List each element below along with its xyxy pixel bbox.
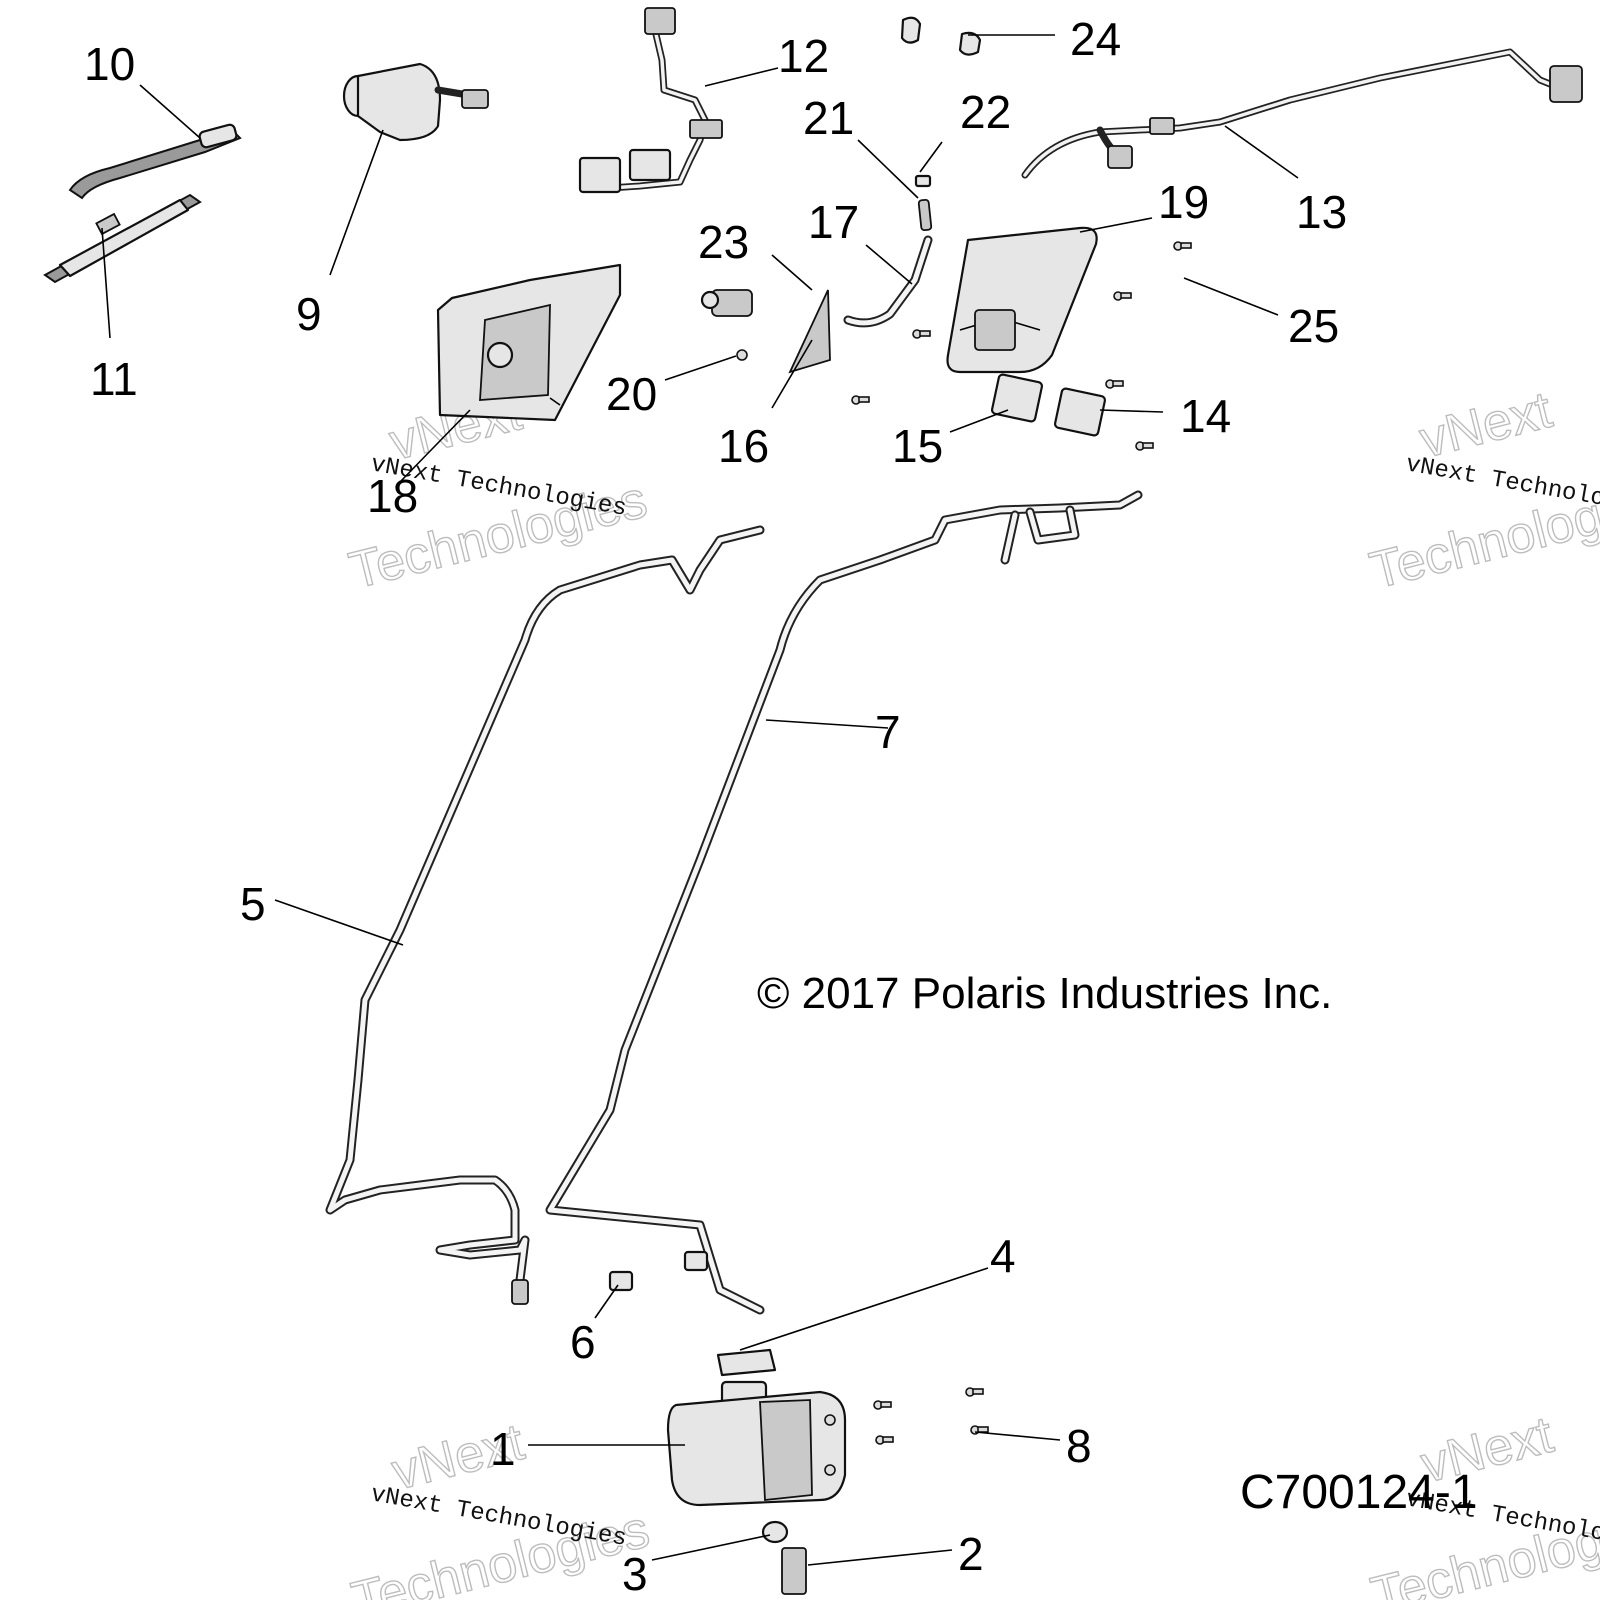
callout-13: 13	[1296, 186, 1347, 238]
callout-labels: 10 11 9 12 24 22 21 17 23 20 16 18 19 13…	[84, 13, 1347, 1600]
callout-22: 22	[960, 86, 1011, 138]
part-23-knob	[700, 289, 753, 317]
part-17-hose	[843, 235, 933, 328]
part-11-wiper-blade	[43, 193, 202, 284]
callout-10: 10	[84, 38, 135, 90]
callout-25: 25	[1288, 300, 1339, 352]
copyright-text: © 2017 Polaris Industries Inc.	[757, 969, 1332, 1018]
callout-14: 14	[1180, 390, 1231, 442]
part-19-switch-panel	[946, 226, 1098, 374]
part-24-clip	[900, 16, 982, 56]
part-3-grommet	[761, 1520, 789, 1544]
part-6-clip	[608, 1250, 709, 1292]
leader-lines	[101, 34, 1299, 1566]
part-2-bracket	[781, 1547, 807, 1595]
part-8-screws	[873, 1387, 989, 1445]
callout-3: 3	[622, 1548, 648, 1600]
part-12-wiring-harness	[578, 7, 723, 194]
part-16-trim-plate	[788, 289, 831, 374]
callout-9: 9	[296, 288, 322, 340]
part-18-cover	[436, 263, 622, 422]
part-5-washer-tube	[325, 525, 765, 1305]
screw-set-top	[851, 241, 1192, 451]
callout-16: 16	[718, 420, 769, 472]
callout-4: 4	[990, 1230, 1016, 1282]
part-22-fitting	[914, 174, 932, 188]
callout-12: 12	[778, 30, 829, 82]
callout-7: 7	[875, 706, 901, 758]
callout-21: 21	[803, 92, 854, 144]
part-21-nozzle	[917, 198, 933, 232]
callout-18: 18	[367, 470, 418, 522]
part-15-switch	[990, 373, 1044, 423]
callout-20: 20	[606, 368, 657, 420]
part-4-pump	[716, 1348, 777, 1377]
callout-19: 19	[1158, 176, 1209, 228]
callout-8: 8	[1066, 1420, 1092, 1472]
callout-5: 5	[240, 878, 266, 930]
callout-1: 1	[490, 1423, 516, 1475]
watermark-bottom-left: vNext Technologies	[346, 1412, 656, 1600]
part-20-pin	[736, 349, 748, 361]
part-7-washer-tube	[545, 490, 1143, 1315]
callout-6: 6	[570, 1316, 596, 1368]
callout-2: 2	[958, 1528, 984, 1580]
callout-24: 24	[1070, 13, 1121, 65]
part-1-reservoir	[666, 1380, 847, 1507]
callout-15: 15	[892, 420, 943, 472]
part-13-harness	[1021, 48, 1583, 179]
callout-23: 23	[698, 216, 749, 268]
part-9-wiper-motor	[342, 62, 489, 142]
part-10-wiper-arm	[68, 123, 242, 200]
callout-17: 17	[808, 196, 859, 248]
part-14-switch	[1053, 387, 1107, 437]
diagram-code: C700124-1	[1240, 1466, 1478, 1519]
callout-11: 11	[90, 353, 138, 405]
